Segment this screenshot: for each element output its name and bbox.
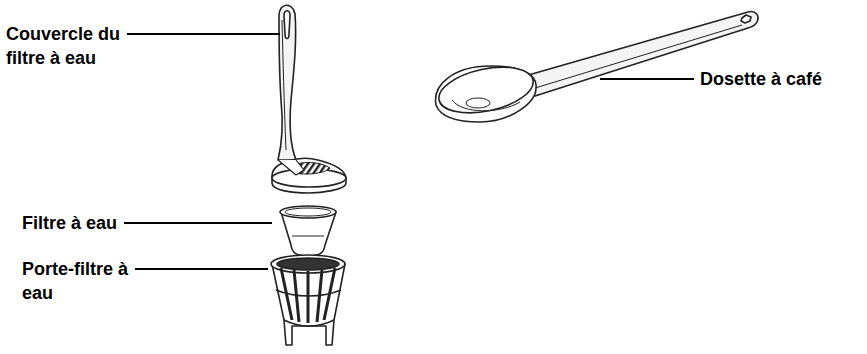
part-name: Porte-filtre à eau <box>22 259 128 303</box>
water-filter <box>280 206 336 256</box>
filter-cover <box>272 5 346 193</box>
leader-line <box>127 33 280 35</box>
leader-line <box>124 222 272 224</box>
part-name: Couvercle du filtre à eau <box>6 24 120 68</box>
part-label: Couvercle du filtre à eau <box>6 22 126 70</box>
part-label: Filtre à eau <box>22 211 182 235</box>
part-label: Porte-filtre à eau <box>22 257 136 305</box>
part-name: Dosette à café <box>700 69 822 89</box>
filter-holder <box>271 255 345 345</box>
part-name: Filtre à eau <box>22 213 117 233</box>
part-label: Dosette à café <box>700 67 864 91</box>
coffee-scoop <box>435 12 758 122</box>
leader-line <box>135 268 268 270</box>
leader-line <box>600 78 694 80</box>
